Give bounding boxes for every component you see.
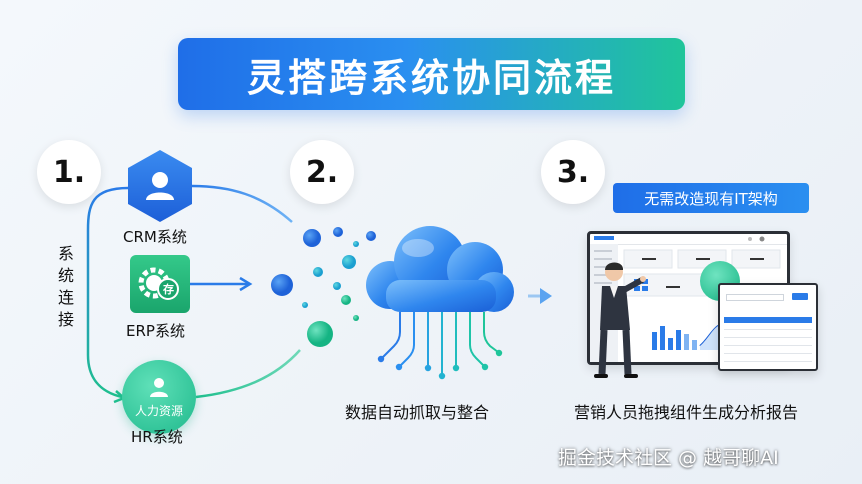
- step-3-number: 3.: [556, 154, 590, 190]
- dashboard-topbar: [590, 234, 787, 245]
- data-dot: [333, 282, 341, 290]
- step3-caption: 营销人员拖拽组件生成分析报告: [574, 403, 799, 422]
- erp-label: ERP系统: [126, 322, 185, 340]
- crm-label: CRM系统: [123, 228, 187, 246]
- data-dot: [353, 315, 359, 321]
- cloud-icon: [366, 226, 514, 312]
- crm-connector: [191, 184, 293, 223]
- system-bracket-line: [86, 186, 129, 399]
- data-dot: [271, 274, 293, 296]
- gear-icon: [138, 267, 179, 300]
- stream-end-dots: [377, 349, 503, 380]
- step-1-number: 1.: [52, 154, 86, 190]
- erp-arrowhead: [239, 276, 253, 292]
- title-banner: 灵搭跨系统协同流程: [178, 38, 685, 110]
- step-2-badge: 2.: [290, 140, 354, 204]
- report-table-panel: [718, 283, 818, 371]
- hr-system-icon: 人力资源: [122, 360, 196, 434]
- marketer-figure: [594, 262, 646, 378]
- data-dot: [366, 231, 376, 241]
- hr-label: HR系统: [131, 428, 183, 446]
- table-action-button: [792, 293, 808, 300]
- hr-connector: [195, 349, 301, 399]
- table-search-bar: [726, 294, 784, 301]
- step-3-badge: 3.: [541, 140, 605, 204]
- crm-system-icon: [128, 150, 192, 222]
- data-dot: [313, 267, 323, 277]
- table-row: [724, 329, 812, 330]
- table-row: [724, 353, 812, 354]
- data-dot: [302, 302, 308, 308]
- table-row: [724, 345, 812, 346]
- hr-icon-text: 人力资源: [134, 404, 183, 418]
- data-dot: [303, 229, 321, 247]
- table-row: [724, 337, 812, 338]
- data-dot: [353, 241, 359, 247]
- step2-caption: 数据自动抓取与整合: [345, 403, 490, 422]
- data-dot: [342, 255, 356, 269]
- systems-connection-label: 系统连接: [57, 244, 74, 329]
- data-dot: [333, 227, 343, 237]
- step-1-badge: 1.: [37, 140, 101, 204]
- erp-system-icon: 存: [130, 255, 190, 313]
- cloud-data-streams: [381, 312, 499, 374]
- arrow-icon: [528, 288, 552, 304]
- table-row: [724, 361, 812, 362]
- badge-text: 无需改造现有IT架构: [644, 189, 778, 208]
- step-2-number: 2.: [305, 154, 339, 190]
- person-icon: [150, 378, 168, 397]
- page-title: 灵搭跨系统协同流程: [246, 55, 616, 100]
- no-it-change-badge: 无需改造现有IT架构: [613, 183, 809, 213]
- data-dot: [341, 295, 351, 305]
- data-dot: [307, 321, 333, 347]
- table-header: [724, 317, 812, 323]
- watermark: 掘金技术社区 @ 越哥聊AI: [558, 447, 779, 469]
- erp-icon-text: 存: [163, 283, 174, 296]
- user-icon: [146, 172, 174, 200]
